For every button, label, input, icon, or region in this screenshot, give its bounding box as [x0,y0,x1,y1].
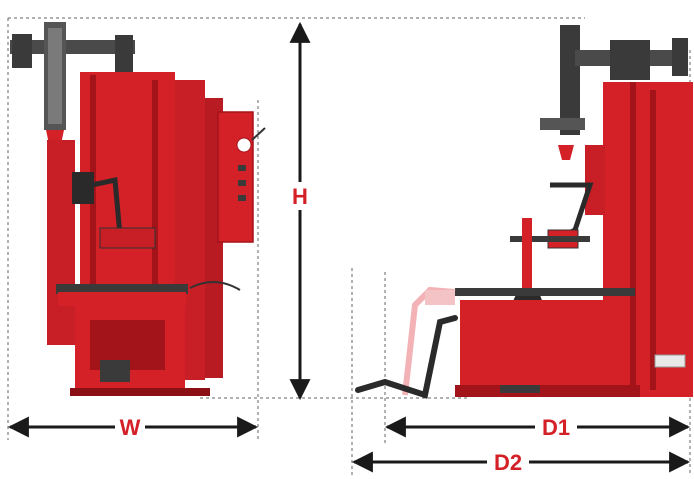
width-label: W [120,415,141,440]
front-view-machine [10,22,266,396]
height-label: H [292,184,308,209]
depth-1-label: D1 [542,415,570,440]
side-view-machine [355,25,693,399]
depth-2-label: D2 [494,450,522,475]
